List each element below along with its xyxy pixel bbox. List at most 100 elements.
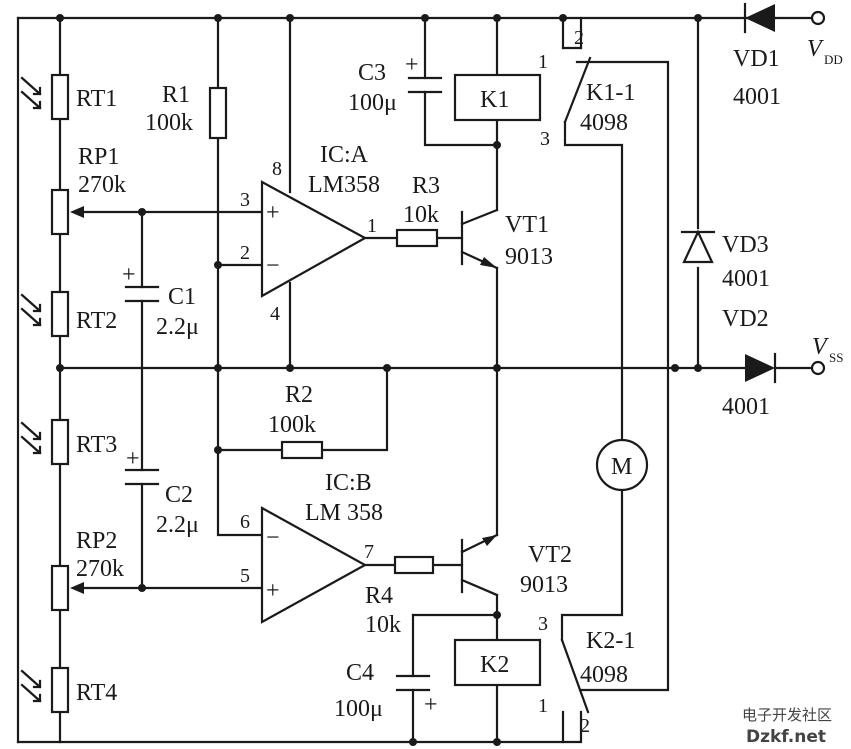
pin-b7: 7 (364, 541, 374, 563)
opamp-b-plus: + (266, 578, 280, 604)
label-vt1: VT1 (505, 212, 549, 238)
label-vd3: VD3 (722, 232, 769, 258)
pin-a1: 1 (367, 215, 377, 237)
label-r1: R1 (162, 82, 190, 108)
ldr-rt4 (20, 666, 70, 714)
pin-k21-3: 3 (538, 613, 548, 635)
diode-vd1 (743, 2, 777, 34)
pin-a3: 3 (240, 189, 250, 211)
label-rp2-value: 270k (76, 556, 124, 582)
label-c3-value: 100μ (348, 90, 397, 116)
relay-contact-k2-1 (560, 638, 590, 714)
pin-k21-1: 1 (538, 695, 548, 717)
pin-k11-2: 2 (574, 27, 584, 49)
relay-coil-k2 (453, 638, 542, 687)
relay-contact-k1-1 (563, 56, 592, 124)
label-rp1: RP1 (78, 144, 119, 170)
wires (16, 16, 814, 744)
label-k1-1-part: 4098 (580, 110, 628, 136)
label-c3-plus: + (405, 52, 419, 78)
label-c2: C2 (165, 482, 193, 508)
label-c3: C3 (358, 60, 386, 86)
relay-coil-k1 (453, 73, 542, 122)
label-c1-plus: + (122, 262, 136, 288)
label-rt3: RT3 (76, 432, 117, 458)
label-c2-plus: + (126, 446, 140, 472)
pin-b6: 6 (240, 511, 250, 533)
opamp-ic-a (260, 180, 368, 298)
resistor-r4 (393, 555, 435, 575)
label-r4-value: 10k (365, 612, 401, 638)
junctions (56, 14, 702, 746)
label-vd2: VD2 (722, 306, 769, 332)
pin-a2: 2 (240, 242, 250, 264)
ldr-rt3 (20, 418, 70, 466)
label-vd1-part: 4001 (733, 84, 781, 110)
label-k1: K1 (480, 87, 509, 113)
label-k2-1-part: 4098 (580, 662, 628, 688)
label-rt2: RT2 (76, 308, 117, 334)
ldr-rt2 (20, 290, 70, 338)
label-r4: R4 (365, 583, 393, 609)
label-r3: R3 (412, 173, 440, 199)
label-vd1: VD1 (733, 46, 780, 72)
capacitor-c3 (407, 76, 443, 94)
pin-numbers: 8 3 2 4 1 6 5 7 1 2 3 3 1 2 (240, 27, 590, 737)
opamp-a-plus: + (266, 200, 280, 226)
resistor-r1 (208, 86, 228, 140)
label-vdd-sub: DD (824, 52, 843, 67)
label-ic-b-part: LM 358 (305, 500, 383, 526)
label-c2-value: 2.2μ (156, 512, 199, 538)
pin-k21-2: 2 (580, 715, 590, 737)
label-rp1-value: 270k (78, 172, 126, 198)
terminal-vss (810, 360, 826, 376)
label-k1-1: K1-1 (586, 80, 635, 106)
label-vss: V (812, 334, 829, 360)
label-k2-1: K2-1 (586, 628, 635, 654)
pin-k11-1: 1 (538, 51, 548, 73)
label-vt1-part: 9013 (505, 244, 553, 270)
label-rp2: RP2 (76, 528, 117, 554)
watermark-line2: Dzkf.net (746, 727, 826, 747)
pin-a4: 4 (270, 303, 280, 325)
label-c1-value: 2.2μ (156, 314, 199, 340)
pin-b5: 5 (240, 565, 250, 587)
labels: RT1 RP1 270k RT2 RT3 RP2 270k RT4 R1 100… (76, 36, 843, 722)
motor (595, 438, 649, 492)
label-vt2-part: 9013 (520, 572, 568, 598)
potentiometer-rp2 (50, 564, 84, 612)
transistor-vt1 (460, 208, 499, 270)
label-ic-b: IC:B (325, 470, 372, 496)
terminal-vdd (810, 10, 826, 26)
label-ic-a: IC:A (320, 142, 369, 168)
label-c4: C4 (346, 660, 374, 686)
label-ic-a-part: LM358 (308, 172, 380, 198)
diode-vd3 (680, 229, 716, 264)
label-vss-sub: SS (829, 350, 843, 365)
capacitor-c1 (124, 285, 160, 303)
capacitor-c4 (395, 674, 431, 692)
label-c1: C1 (168, 284, 196, 310)
label-r3-value: 10k (403, 202, 439, 228)
label-vd2-part: 4001 (722, 394, 770, 420)
resistor-r2 (280, 440, 324, 460)
label-vdd: V (807, 36, 824, 62)
label-k2: K2 (480, 652, 509, 678)
label-vd3-part: 4001 (722, 266, 770, 292)
watermark-line1: 电子开发社区 (742, 706, 832, 724)
label-vt2: VT2 (528, 542, 572, 568)
pin-k11-3: 3 (540, 128, 550, 150)
label-r1-value: 100k (145, 110, 193, 136)
label-c4-plus: + (424, 692, 438, 718)
transistor-vt2 (460, 533, 499, 597)
ldr-rt1 (20, 73, 70, 121)
label-rt1: RT1 (76, 86, 117, 112)
label-motor: M (611, 454, 632, 480)
watermark: 电子开发社区 Dzkf.net (742, 706, 832, 747)
capacitor-c2 (124, 468, 160, 486)
opamp-a-minus: − (266, 253, 280, 279)
resistor-r3 (395, 228, 439, 248)
label-r2-value: 100k (268, 412, 316, 438)
potentiometer-rp1 (50, 188, 84, 236)
